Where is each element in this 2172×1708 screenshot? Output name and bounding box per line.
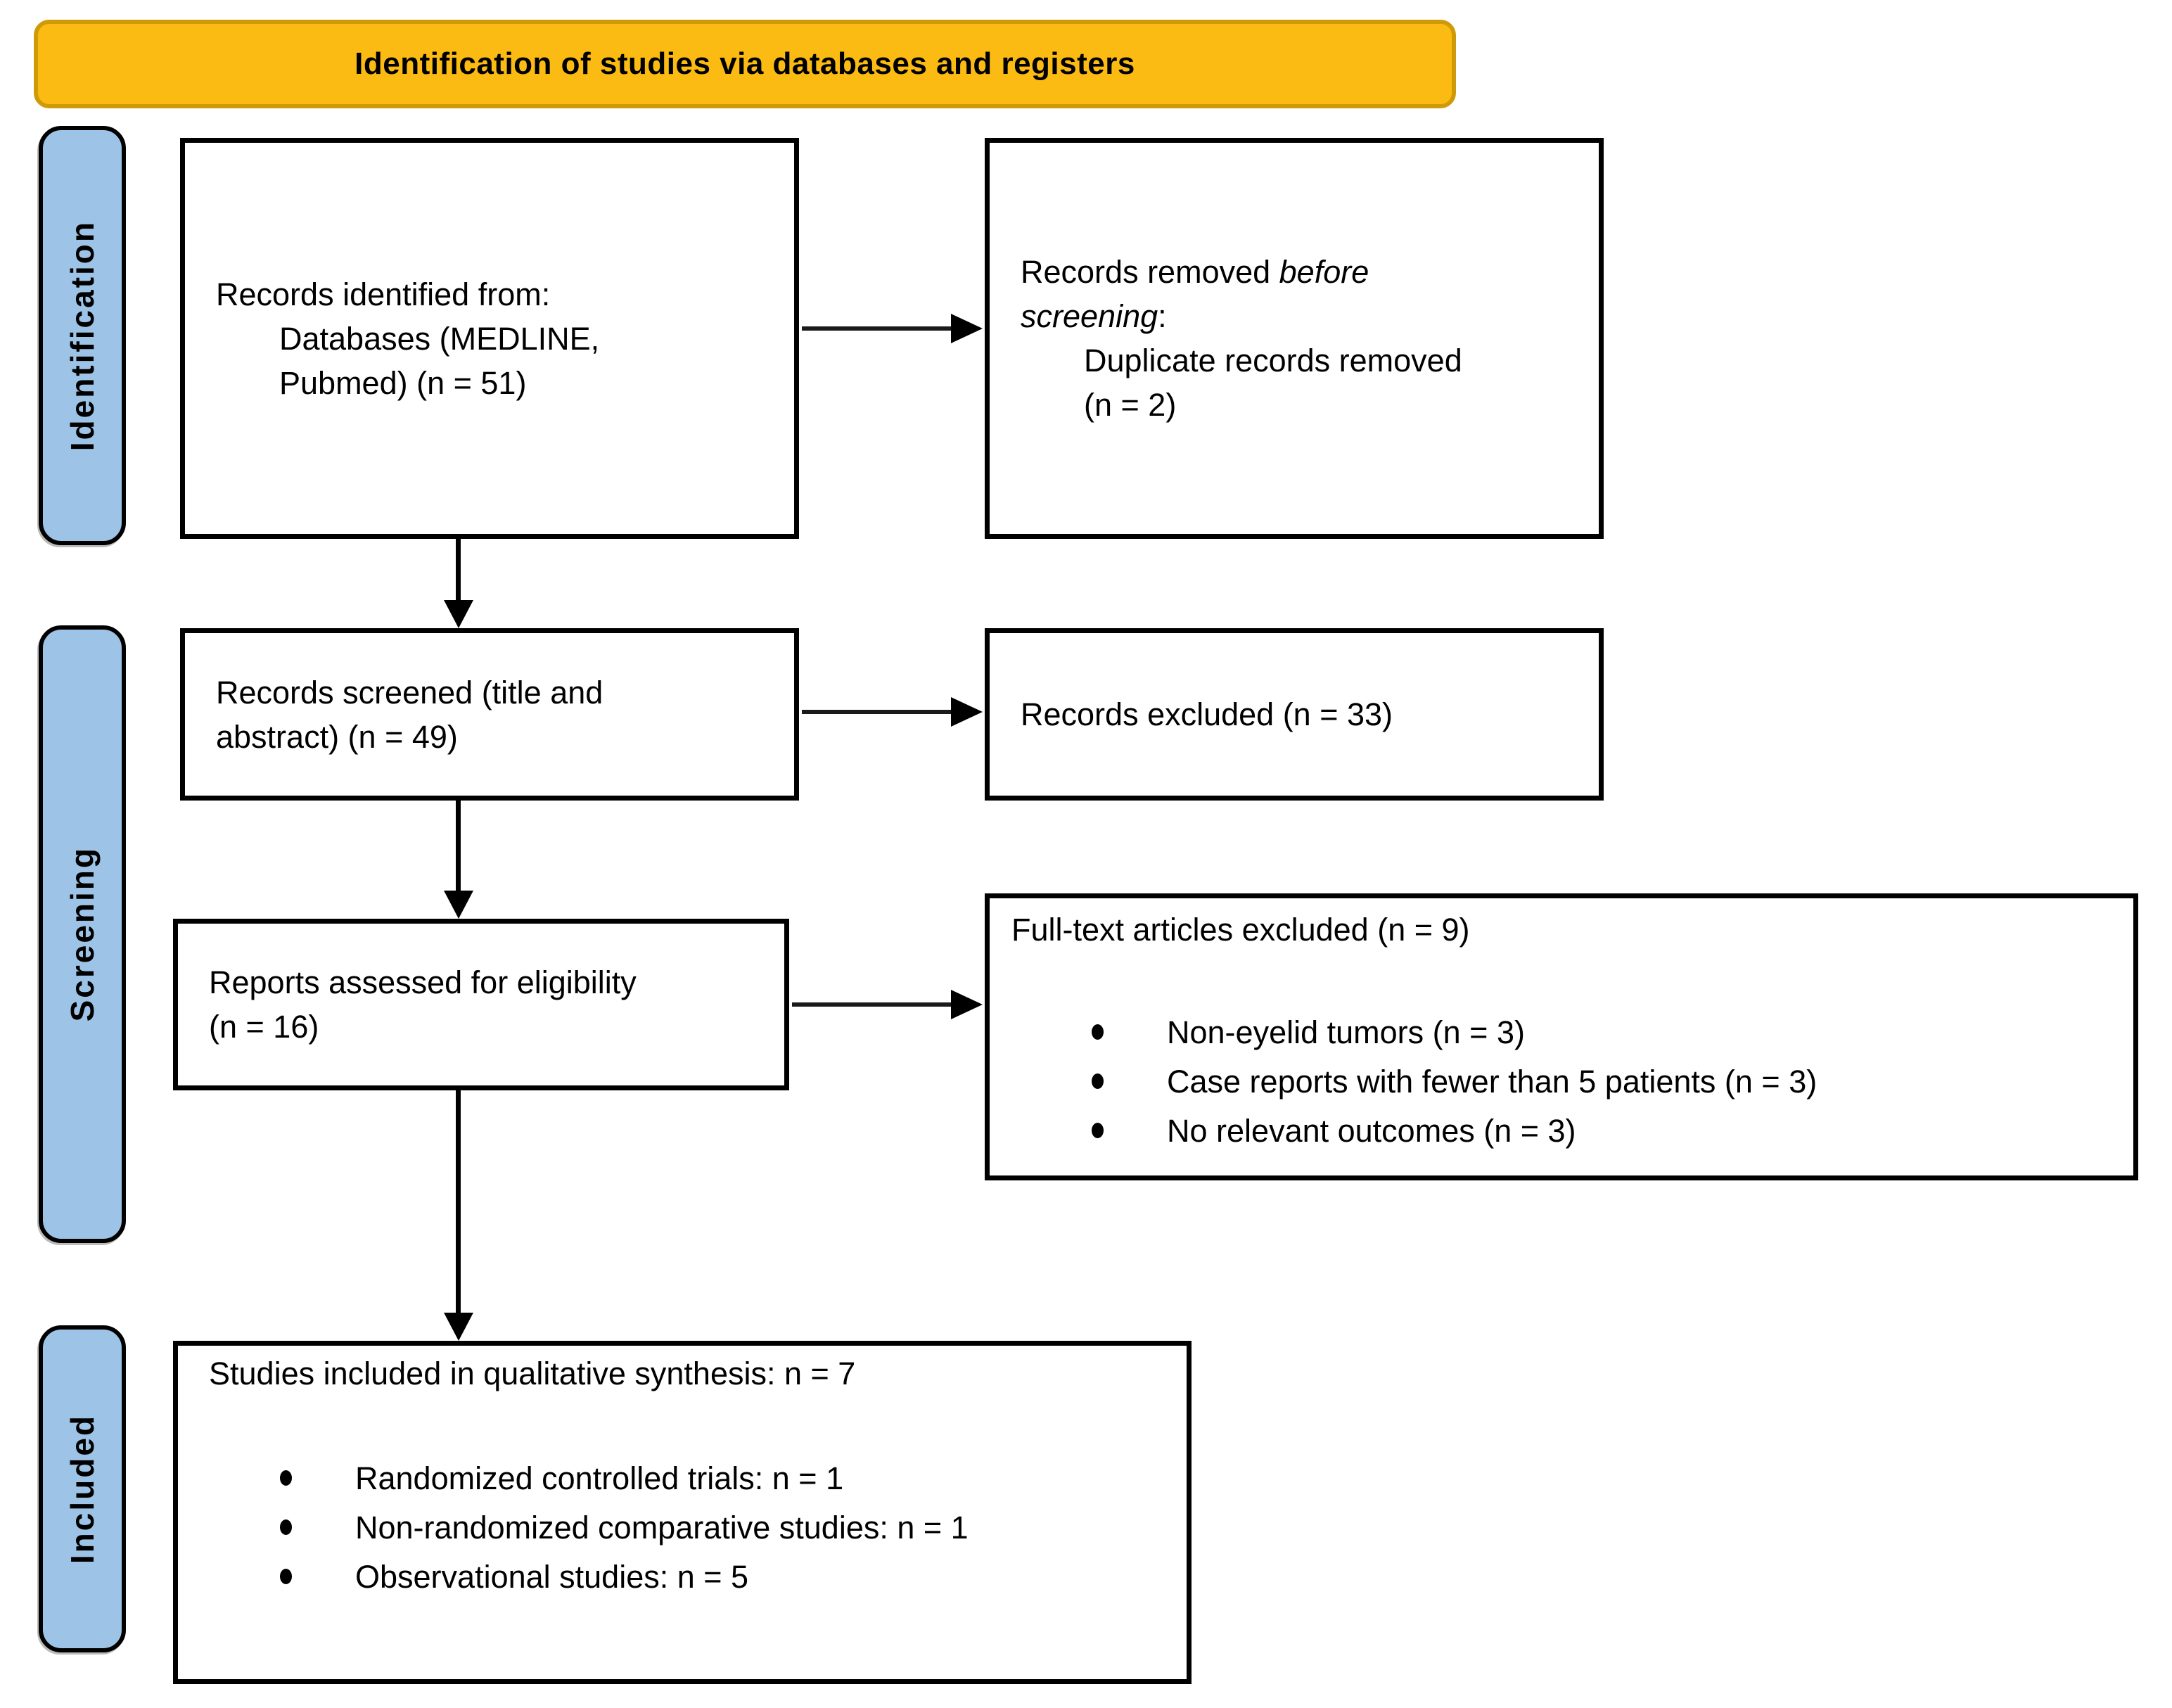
records-screened-line2: abstract) (n = 49) bbox=[216, 718, 458, 755]
list-item: Non-randomized comparative studies: n = … bbox=[178, 1503, 1187, 1552]
arrow-assessed-to-included bbox=[456, 1090, 461, 1315]
arrow-down-icon bbox=[444, 1313, 473, 1341]
stage-label-screening-text: Screening bbox=[64, 846, 101, 1022]
arrow-right-icon bbox=[951, 314, 983, 343]
records-screened-line1: Records screened (title and bbox=[216, 674, 603, 710]
arrow-assessed-to-fulltext-excluded bbox=[792, 1002, 954, 1007]
box-reports-assessed: Reports assessed for eligibility (n = 16… bbox=[173, 919, 789, 1090]
box-fulltext-excluded: Full-text articles excluded (n = 9) Non-… bbox=[985, 893, 2138, 1180]
arrow-right-icon bbox=[951, 990, 983, 1019]
list-item: Observational studies: n = 5 bbox=[178, 1552, 1187, 1601]
records-removed-line2: screening: bbox=[1021, 298, 1167, 334]
banner: Identification of studies via databases … bbox=[34, 20, 1456, 108]
fulltext-excluded-title: Full-text articles excluded (n = 9) bbox=[1011, 912, 1470, 948]
stage-label-included: Included bbox=[39, 1325, 126, 1652]
box-records-screened: Records screened (title and abstract) (n… bbox=[180, 628, 799, 801]
box-records-removed: Records removed before screening: Duplic… bbox=[985, 138, 1604, 539]
arrow-right-icon bbox=[951, 697, 983, 727]
stage-label-screening: Screening bbox=[39, 625, 126, 1243]
reports-assessed-line1: Reports assessed for eligibility bbox=[209, 964, 637, 1000]
arrow-down-icon bbox=[444, 600, 473, 628]
list-item: Randomized controlled trials: n = 1 bbox=[178, 1453, 1187, 1503]
bullet-icon bbox=[280, 1470, 292, 1486]
records-removed-line3: Duplicate records removed bbox=[1084, 343, 1462, 378]
records-excluded-text: Records excluded (n = 33) bbox=[1021, 696, 1393, 732]
stage-label-identification-text: Identification bbox=[64, 219, 101, 452]
records-removed-line4: (n = 2) bbox=[1084, 387, 1177, 423]
records-removed-line1: Records removed before bbox=[1021, 254, 1369, 290]
bullet-icon bbox=[1092, 1123, 1104, 1138]
fulltext-excluded-bullet-list: Non-eyelid tumors (n = 3) Case reports w… bbox=[990, 1007, 2133, 1155]
list-item: Case reports with fewer than 5 patients … bbox=[990, 1057, 2133, 1106]
box-studies-included: Studies included in qualitative synthesi… bbox=[173, 1341, 1192, 1684]
records-removed-before-italic: before bbox=[1279, 254, 1369, 290]
arrow-down-icon bbox=[444, 891, 473, 919]
studies-included-bullet-list: Randomized controlled trials: n = 1 Non-… bbox=[178, 1453, 1187, 1601]
arrow-identified-to-removed bbox=[802, 326, 954, 331]
records-identified-line3: Pubmed) (n = 51) bbox=[279, 364, 527, 401]
bullet-icon bbox=[280, 1519, 292, 1535]
box-records-excluded: Records excluded (n = 33) bbox=[985, 628, 1604, 801]
arrow-screened-to-assessed bbox=[456, 801, 461, 893]
records-identified-line1: Records identified from: bbox=[216, 276, 551, 312]
stage-label-identification: Identification bbox=[39, 126, 126, 545]
list-item: Non-eyelid tumors (n = 3) bbox=[990, 1007, 2133, 1057]
arrow-screened-to-excluded bbox=[802, 710, 954, 714]
studies-included-title: Studies included in qualitative synthesi… bbox=[209, 1356, 856, 1391]
banner-title: Identification of studies via databases … bbox=[354, 46, 1135, 81]
records-identified-line2: Databases (MEDLINE, bbox=[279, 320, 600, 357]
bullet-icon bbox=[1092, 1073, 1104, 1089]
reports-assessed-line2: (n = 16) bbox=[209, 1009, 319, 1045]
bullet-icon bbox=[280, 1569, 292, 1584]
stage-label-included-text: Included bbox=[64, 1413, 101, 1564]
list-item: No relevant outcomes (n = 3) bbox=[990, 1106, 2133, 1155]
box-records-identified: Records identified from: Databases (MEDL… bbox=[180, 138, 799, 539]
bullet-icon bbox=[1092, 1024, 1104, 1040]
records-removed-screening-italic: screening bbox=[1021, 298, 1158, 334]
arrow-identified-to-screened bbox=[456, 539, 461, 602]
